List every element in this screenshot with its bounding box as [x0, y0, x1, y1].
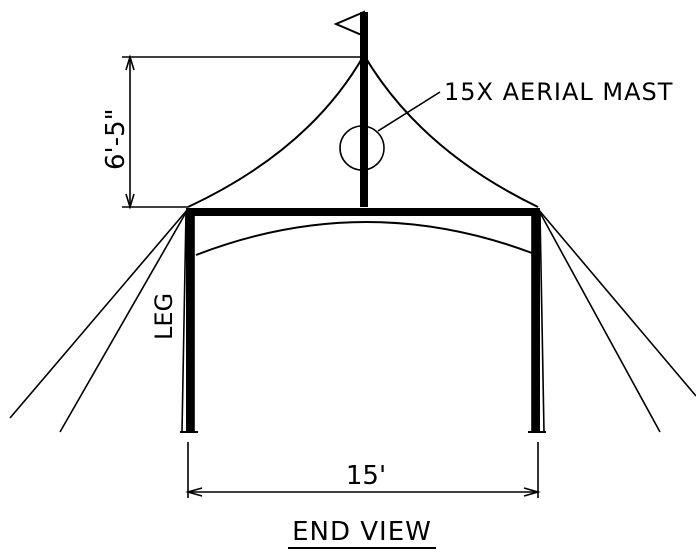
guy-rope-left-inner	[59, 208, 189, 433]
left-leg-edge	[181, 211, 195, 433]
mast-callout-circle	[339, 125, 385, 171]
width-arrow-left	[185, 487, 203, 497]
right-leg-edge	[531, 211, 545, 433]
mast-callout-label: 15X AERIAL MAST	[444, 78, 673, 106]
height-arrow-bottom	[125, 193, 135, 210]
height-arrow-top	[125, 54, 135, 71]
mast-callout-leader	[377, 91, 441, 132]
guy-rope-right-inner	[537, 208, 661, 433]
roof-left-curve	[187, 54, 365, 208]
guy-rope-left-outer	[9, 208, 189, 419]
inner-arch	[195, 221, 533, 256]
width-arrow-right	[523, 487, 541, 497]
guy-rope-right-outer	[537, 208, 696, 397]
roof-right-curve	[363, 54, 539, 208]
width-dimension-label: 15'	[346, 461, 386, 491]
height-dimension-label: 6'-5"	[101, 108, 131, 170]
flag	[333, 10, 365, 38]
leg-label: LEG	[150, 293, 178, 340]
view-title: END VIEW	[292, 517, 432, 547]
